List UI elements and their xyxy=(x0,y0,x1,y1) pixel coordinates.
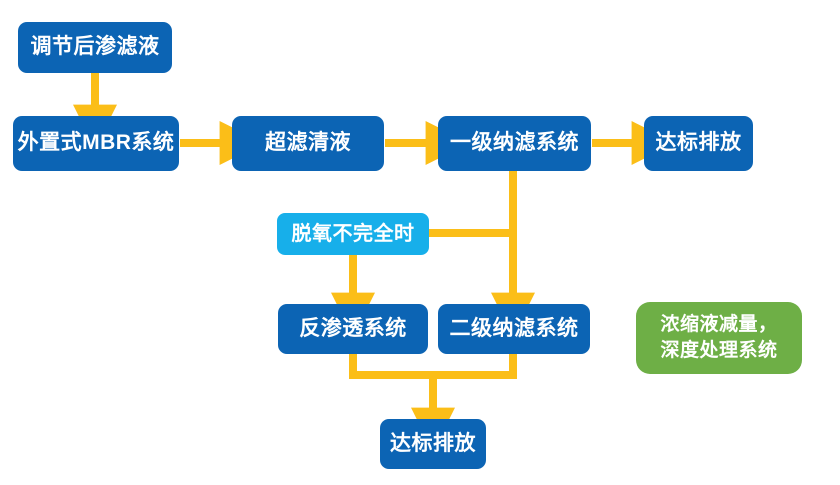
node-reverse-osmosis-system[interactable]: 反渗透系统 xyxy=(278,304,428,354)
node-incomplete-deoxygenation-label: 脱氧不完全时 xyxy=(291,222,415,245)
node-mbr-system-label: 外置式MBR系统 xyxy=(17,131,175,155)
node-mbr-system[interactable]: 外置式MBR系统 xyxy=(13,116,179,171)
node-incomplete-deoxygenation[interactable]: 脱氧不完全时 xyxy=(277,213,429,255)
node-ultrafiltrate-label: 超滤清液 xyxy=(265,131,351,155)
node-raw-leachate[interactable]: 调节后渗滤液 xyxy=(18,22,172,73)
node-discharge-bottom[interactable]: 达标排放 xyxy=(380,419,486,469)
concentrate-label-line-1: 浓缩液减量， xyxy=(660,313,778,335)
node-nanofiltration-stage2-label: 二级纳滤系统 xyxy=(449,316,579,340)
concentrate-label-line-2: 深度处理系统 xyxy=(660,340,778,361)
node-discharge-top-label: 达标排放 xyxy=(655,131,742,155)
node-discharge-top[interactable]: 达标排放 xyxy=(644,116,753,171)
node-concentrate-reduction-system[interactable]: 浓缩液减量， 深度处理系统 xyxy=(636,302,802,374)
node-ultrafiltrate[interactable]: 超滤清液 xyxy=(232,116,384,171)
node-raw-leachate-label: 调节后渗滤液 xyxy=(30,35,160,59)
node-nanofiltration-stage2[interactable]: 二级纳滤系统 xyxy=(438,304,590,354)
node-concentrate-reduction-system-label: 浓缩液减量， 深度处理系统 xyxy=(660,312,777,364)
node-discharge-bottom-label: 达标排放 xyxy=(390,431,476,455)
node-nanofiltration-stage1-label: 一级纳滤系统 xyxy=(450,131,579,155)
node-reverse-osmosis-system-label: 反渗透系统 xyxy=(299,316,407,340)
node-nanofiltration-stage1[interactable]: 一级纳滤系统 xyxy=(438,116,591,171)
